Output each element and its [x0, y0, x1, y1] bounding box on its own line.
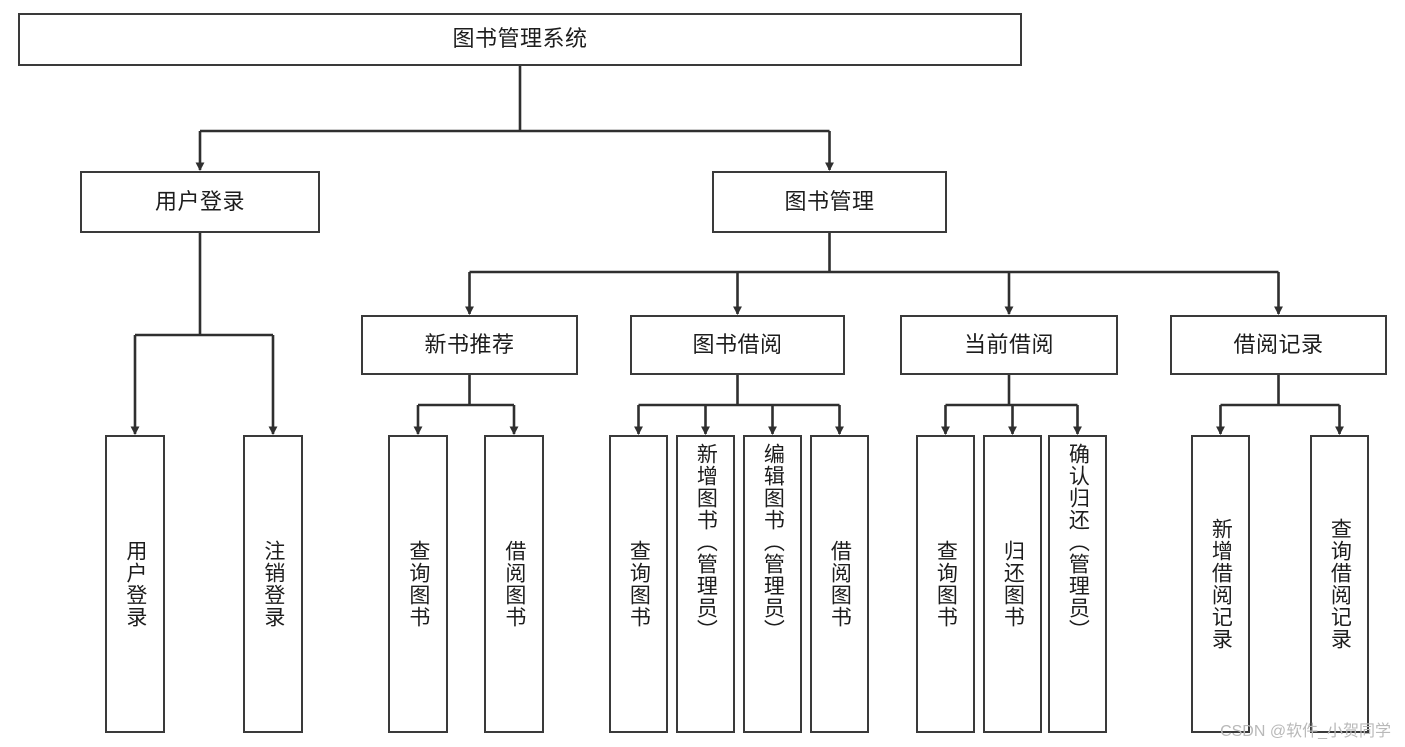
node-leaf-user-login: 用户登录 [105, 435, 165, 733]
node-leaf-query-record: 查询借阅记录 [1310, 435, 1369, 733]
node-leaf-edit-book: 编辑图书（管理员） [743, 435, 802, 733]
node-leaf-add-record: 新增借阅记录 [1191, 435, 1250, 733]
node-label: 确认归还（管理员） [1066, 443, 1090, 641]
node-book-manage: 图书管理 [712, 171, 947, 233]
node-new-book-rec: 新书推荐 [361, 315, 578, 375]
node-label: 归还图书 [1001, 540, 1025, 628]
node-label: 借阅记录 [1233, 331, 1324, 357]
node-leaf-query-book: 查询图书 [609, 435, 668, 733]
node-label: 图书管理 [784, 188, 875, 214]
node-label: 用户登录 [123, 540, 147, 628]
node-leaf-query-book-rec: 查询图书 [388, 435, 448, 733]
node-leaf-borrow-book-rec: 借阅图书 [484, 435, 544, 733]
node-leaf-return-book: 归还图书 [983, 435, 1042, 733]
node-label: 图书借阅 [692, 331, 783, 357]
node-label: 查询图书 [934, 540, 958, 628]
connector-lines [130, 66, 1344, 436]
node-current-borrow: 当前借阅 [900, 315, 1118, 375]
node-label: 借阅图书 [502, 540, 526, 628]
node-label: 注销登录 [261, 540, 285, 628]
node-leaf-confirm-return: 确认归还（管理员） [1048, 435, 1107, 733]
node-label: 借阅图书 [828, 540, 852, 628]
node-leaf-logout: 注销登录 [243, 435, 303, 733]
node-book-borrow: 图书借阅 [630, 315, 845, 375]
watermark-text: CSDN @软件_小贺同学 [1220, 723, 1391, 740]
node-label: 编辑图书（管理员） [761, 443, 785, 641]
node-borrow-record: 借阅记录 [1170, 315, 1387, 375]
node-label: 查询借阅记录 [1328, 518, 1352, 650]
node-label: 用户登录 [154, 188, 245, 214]
node-leaf-query-book-cur: 查询图书 [916, 435, 975, 733]
node-label: 图书管理系统 [452, 26, 588, 52]
node-label: 新增借阅记录 [1209, 518, 1233, 650]
node-leaf-add-book: 新增图书（管理员） [676, 435, 735, 733]
node-label: 查询图书 [406, 540, 430, 628]
node-label: 新书推荐 [424, 331, 515, 357]
node-root: 图书管理系统 [18, 13, 1022, 66]
node-label: 新增图书（管理员） [694, 443, 718, 641]
node-user-login: 用户登录 [80, 171, 320, 233]
node-label: 当前借阅 [963, 331, 1054, 357]
node-leaf-borrow-book: 借阅图书 [810, 435, 869, 733]
node-label: 查询图书 [627, 540, 651, 628]
